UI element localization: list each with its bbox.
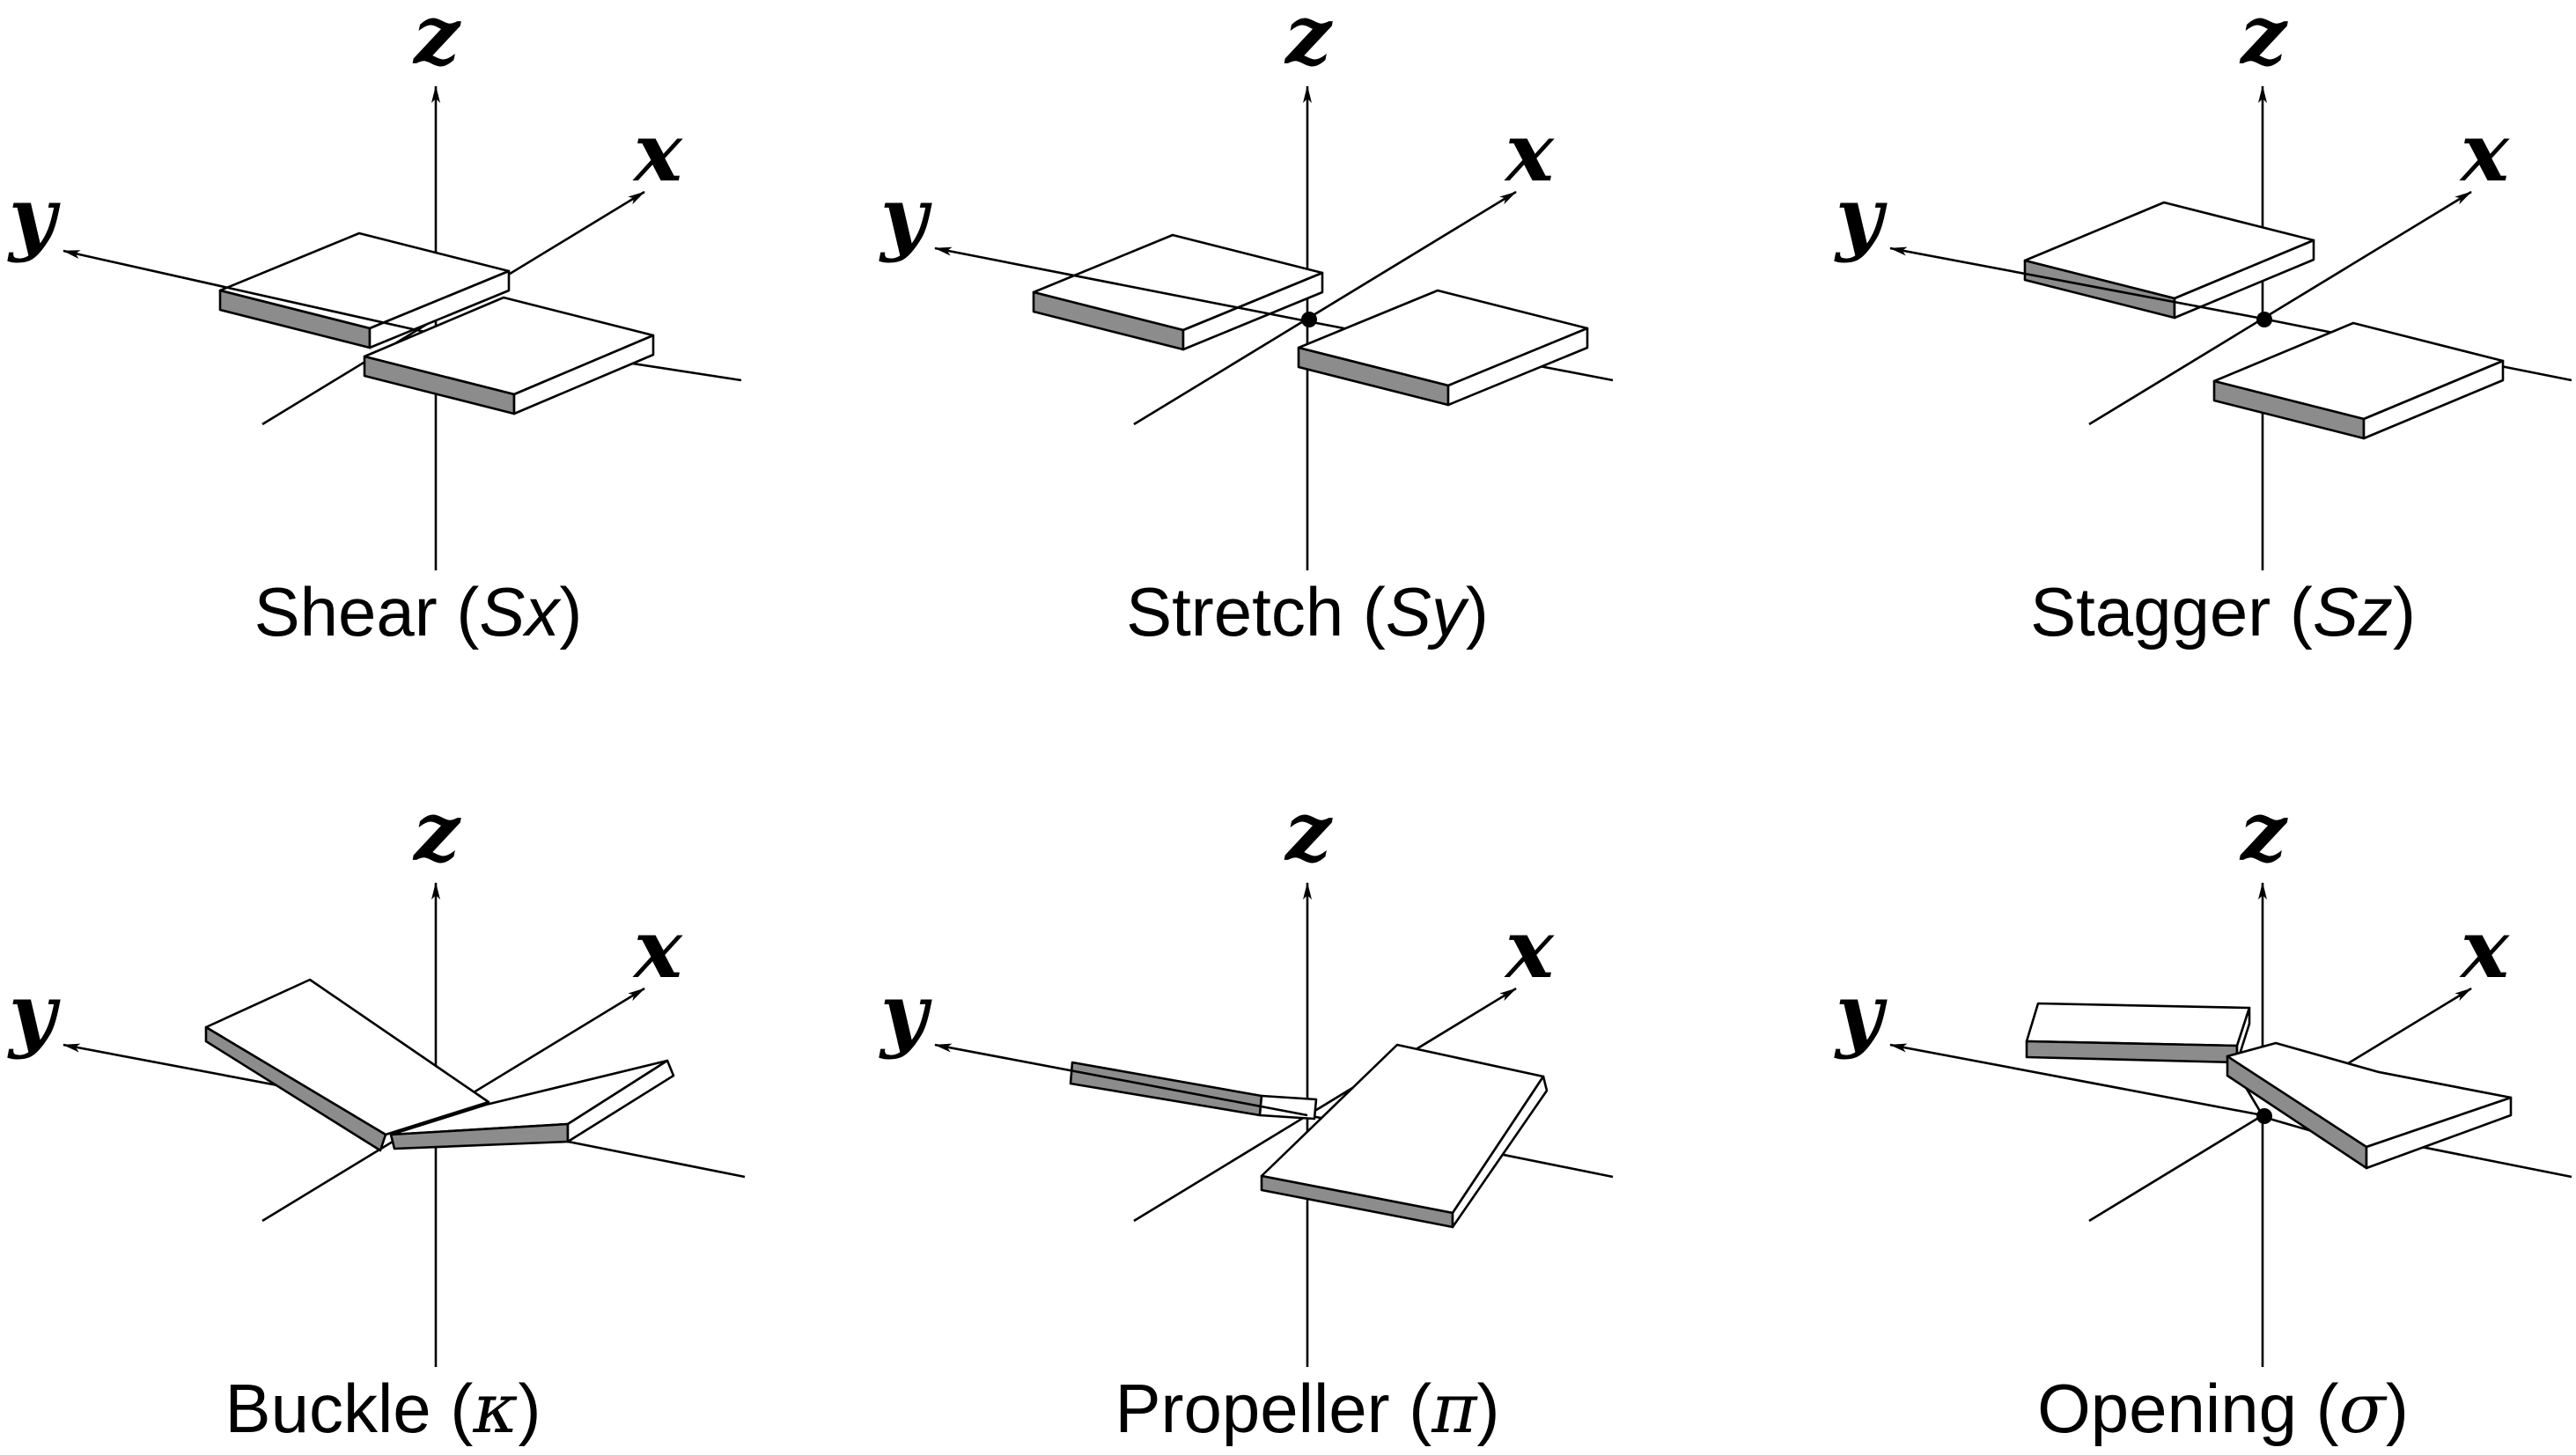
panel-shear: z x y Shear (Sx) bbox=[7, 0, 742, 650]
panel-stagger: z x y Stagger (Sz) bbox=[1834, 0, 2572, 650]
base-slab-face-on bbox=[1260, 1043, 1549, 1229]
panel-caption: Stretch (Sy) bbox=[1126, 573, 1489, 650]
x-axis-label: x bbox=[632, 901, 683, 996]
base-slab-right bbox=[1297, 289, 1589, 407]
y-axis-label: y bbox=[7, 966, 61, 1061]
origin-point bbox=[1301, 312, 1317, 327]
z-axis-label: z bbox=[2239, 0, 2288, 83]
x-axis-label: x bbox=[1504, 901, 1555, 996]
origin-point bbox=[2256, 1108, 2272, 1124]
y-axis-label: y bbox=[879, 169, 932, 264]
panel-stretch: z x y Stretch (Sy) bbox=[879, 0, 1614, 650]
z-axis-label: z bbox=[1284, 784, 1333, 879]
y-axis-label: y bbox=[1834, 169, 1888, 264]
y-axis-label: y bbox=[879, 966, 932, 1061]
x-axis bbox=[1133, 987, 1517, 1223]
base-slab-left bbox=[1032, 233, 1324, 351]
y-axis-front bbox=[934, 246, 1308, 323]
y-axis-label: y bbox=[1834, 966, 1888, 1061]
base-slab-bottom bbox=[2212, 321, 2505, 440]
base-slab-right-opened bbox=[2226, 1041, 2513, 1170]
x-axis bbox=[2088, 190, 2472, 426]
y-axis-front bbox=[1889, 246, 2263, 320]
x-axis-label: x bbox=[2459, 105, 2510, 200]
z-axis-label: z bbox=[2239, 784, 2288, 879]
base-slab-right bbox=[363, 296, 655, 415]
panel-caption: Stagger (Sz) bbox=[2030, 573, 2416, 650]
panel-caption: Opening (σ) bbox=[2037, 1370, 2409, 1449]
panel-caption: Shear (Sx) bbox=[254, 573, 583, 650]
y-axis-front bbox=[63, 249, 422, 333]
y-axis-label: y bbox=[7, 169, 61, 264]
panel-buckle: z x y Buckle (κ) bbox=[7, 784, 746, 1449]
panel-caption: Buckle (κ) bbox=[225, 1370, 541, 1449]
panel-opening: z x y Opening (σ) bbox=[1834, 784, 2572, 1449]
base-slab-left bbox=[218, 231, 511, 349]
x-axis-label: x bbox=[1504, 105, 1555, 200]
z-axis-label: z bbox=[412, 0, 461, 83]
panel-propeller: z x y Propeller (π) bbox=[879, 784, 1614, 1449]
y-axis-front bbox=[934, 1043, 1308, 1117]
panel-caption: Propeller (π) bbox=[1115, 1370, 1499, 1449]
z-axis-label: z bbox=[412, 784, 461, 879]
x-axis-label: x bbox=[632, 105, 683, 200]
base-slab-left-opened bbox=[2025, 1002, 2251, 1064]
base-slab-left-tilted bbox=[204, 978, 490, 1152]
x-axis bbox=[1133, 190, 1517, 426]
x-axis-label: x bbox=[2459, 901, 2510, 996]
y-axis-front bbox=[1889, 1043, 2263, 1117]
base-slab-right-tilted bbox=[389, 1059, 675, 1150]
z-axis-label: z bbox=[1284, 0, 1333, 83]
origin-point bbox=[2256, 312, 2272, 327]
